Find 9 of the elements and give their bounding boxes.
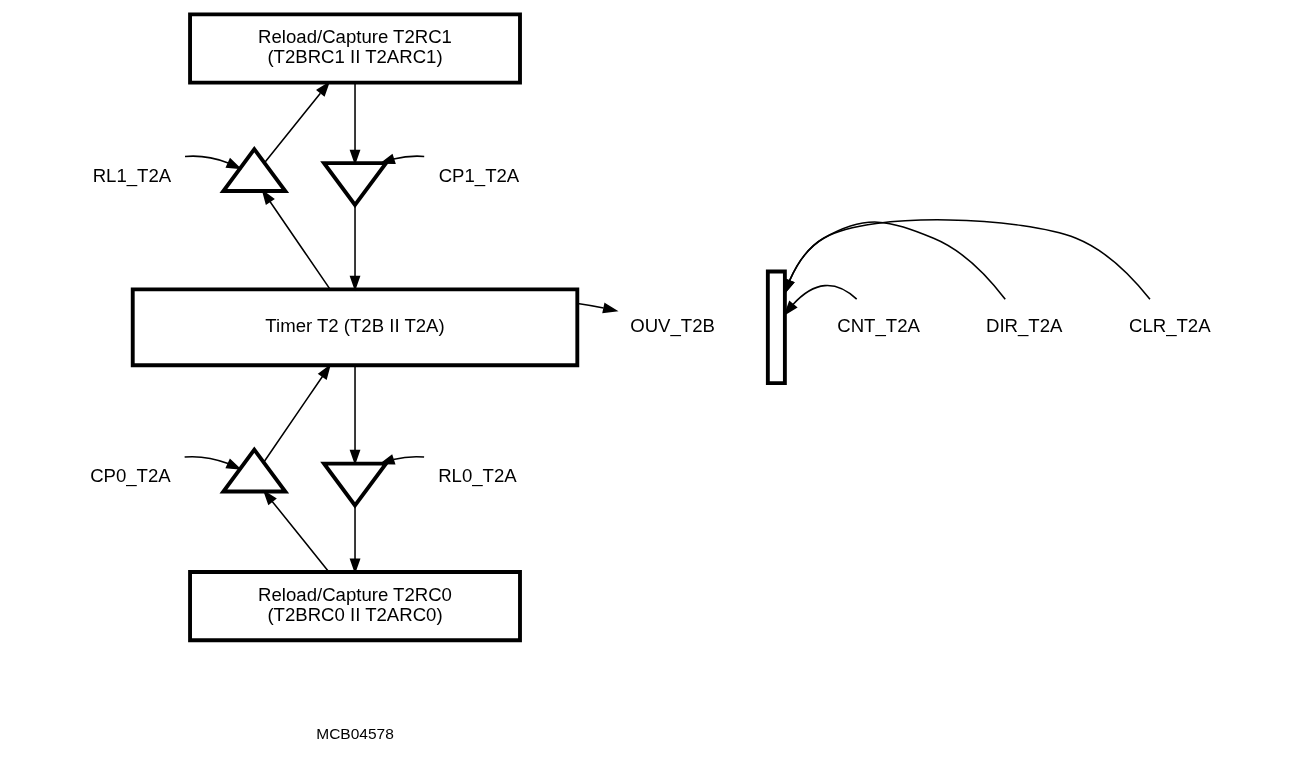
- node-text: CP0_T2A: [89, 465, 171, 487]
- node-text: RL0_T2A: [437, 465, 517, 487]
- node-text: CLR_T2A: [1128, 315, 1211, 337]
- node-text: CNT_T2A: [836, 315, 920, 337]
- node-text: DIR_T2A: [985, 315, 1062, 337]
- node-text: OUV_T2B: [629, 315, 715, 337]
- node-text: RL1_T2A: [92, 164, 171, 186]
- node-text: CP1_T2A: [438, 164, 519, 186]
- label: MCB04578: [315, 724, 394, 742]
